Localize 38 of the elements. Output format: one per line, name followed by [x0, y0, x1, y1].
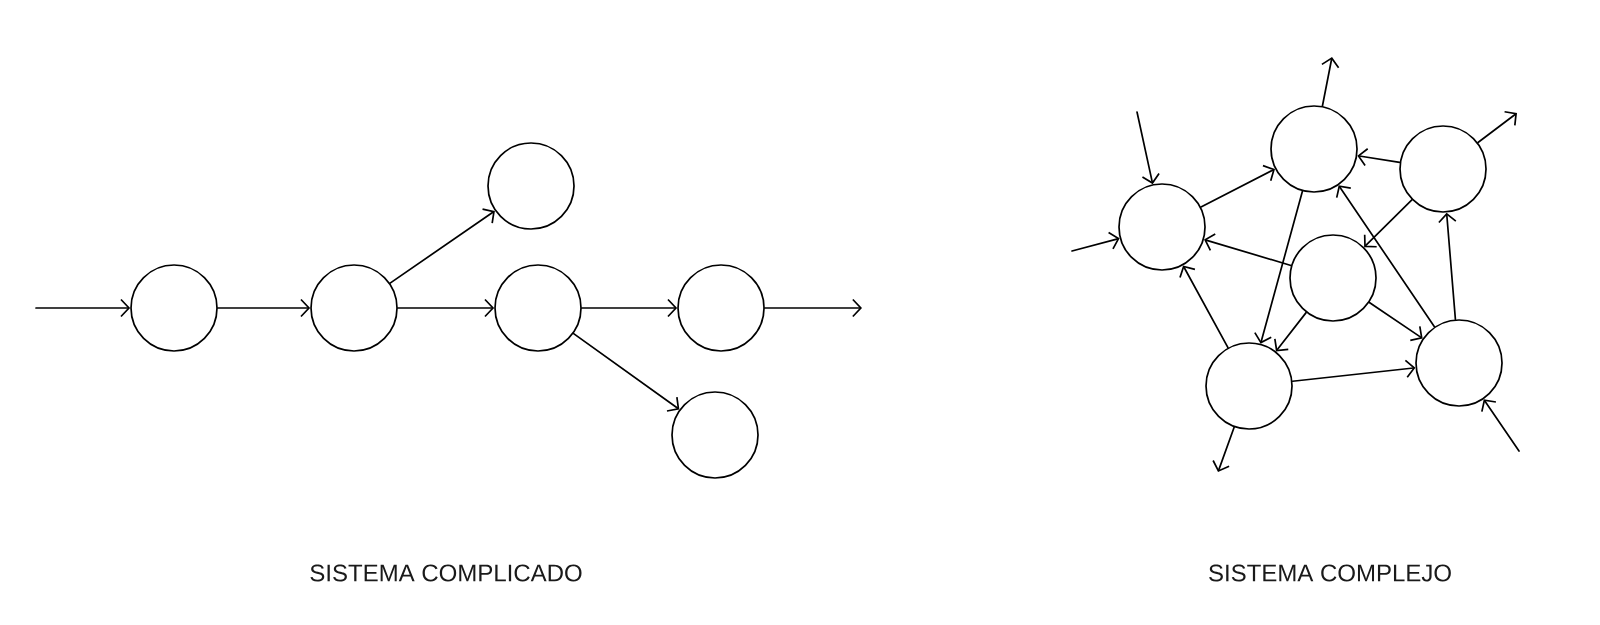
arrow	[1200, 164, 1275, 208]
node-circle	[494, 264, 582, 352]
node-circle	[671, 391, 759, 479]
arrow	[1274, 311, 1307, 352]
arrow	[572, 332, 680, 412]
node-circle	[677, 264, 765, 352]
node-circle	[1270, 105, 1358, 193]
arrow	[1481, 399, 1520, 452]
arrow	[1136, 111, 1160, 185]
arrow	[397, 298, 495, 318]
arrow	[1363, 199, 1413, 248]
arrow	[581, 298, 678, 318]
arrow	[1212, 426, 1235, 472]
arrow	[1357, 147, 1401, 167]
node-circle	[1399, 125, 1487, 213]
arrow	[1254, 190, 1304, 344]
arrow	[1335, 185, 1436, 328]
arrow	[1179, 265, 1229, 349]
node-circle	[1205, 342, 1293, 430]
caption: SISTEMA COMPLICADO	[310, 564, 582, 582]
arrow	[764, 298, 862, 318]
node-circle	[487, 142, 575, 230]
node-circle	[1289, 234, 1377, 322]
node-circle	[310, 264, 398, 352]
arrow	[1368, 301, 1423, 342]
arrow	[389, 208, 495, 284]
arrow	[1321, 57, 1340, 107]
node-circle	[130, 264, 218, 352]
arrow	[1477, 110, 1518, 144]
caption: SISTEMA COMPLEJO	[1209, 564, 1451, 582]
arrow	[217, 298, 311, 318]
arrow	[1204, 233, 1292, 267]
arrow	[1071, 231, 1120, 252]
node-circle	[1118, 183, 1206, 271]
arrow	[1438, 212, 1457, 321]
arrow	[1291, 359, 1416, 383]
arrow	[35, 298, 131, 318]
node-circle	[1415, 319, 1503, 407]
